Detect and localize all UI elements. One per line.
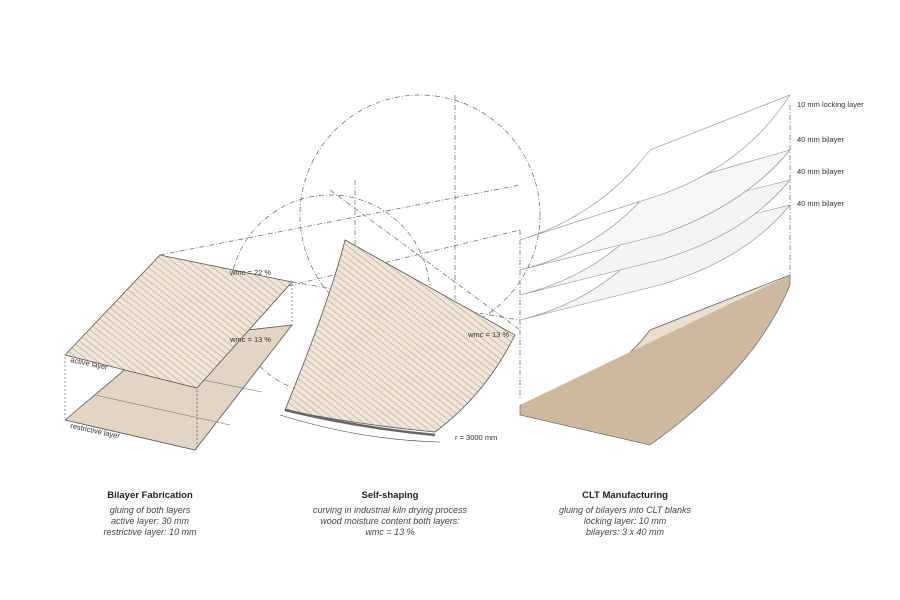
bilayer-label-3: 40 mm bilayer: [797, 199, 845, 208]
caption-title: CLT Manufacturing: [582, 490, 668, 501]
caption-self-shaping: Self-shaping curving in industrial kiln …: [290, 490, 490, 538]
locking-layer-label: 10 mm locking layer: [797, 100, 864, 109]
caption-line: bilayers: 3 x 40 mm: [585, 527, 665, 537]
caption-line: wmc = 13 %: [365, 527, 415, 537]
caption-clt: CLT Manufacturing gluing of bilayers int…: [530, 490, 720, 538]
wmc-13-left-label: wmc = 13 %: [229, 335, 271, 344]
caption-line: locking layer: 10 mm: [583, 516, 667, 526]
caption-line: curving in industrial kiln drying proces…: [312, 505, 468, 515]
radius-label: r = 3000 mm: [455, 433, 497, 442]
curved-bilayer: [284, 239, 516, 433]
caption-bilayer: Bilayer Fabrication gluing of both layer…: [70, 490, 230, 538]
wmc-22-label: wmc = 22 %: [229, 268, 271, 277]
caption-line: active layer: 30 mm: [110, 516, 190, 526]
caption-line: restrictive layer: 10 mm: [103, 527, 197, 537]
bilayer-label-2: 40 mm bilayer: [797, 167, 845, 176]
active-layer: [64, 254, 293, 389]
caption-title: Bilayer Fabrication: [107, 490, 193, 501]
caption-line: gluing of both layers: [109, 505, 191, 515]
exploded-layers: [519, 94, 791, 321]
caption-line: wood moisture content both layers:: [320, 516, 460, 526]
wmc-13-mid-label: wmc = 13 %: [467, 330, 509, 339]
bilayer-label-1: 40 mm bilayer: [797, 135, 845, 144]
caption-line: gluing of bilayers into CLT blanks: [559, 505, 691, 515]
caption-title: Self-shaping: [361, 490, 419, 501]
